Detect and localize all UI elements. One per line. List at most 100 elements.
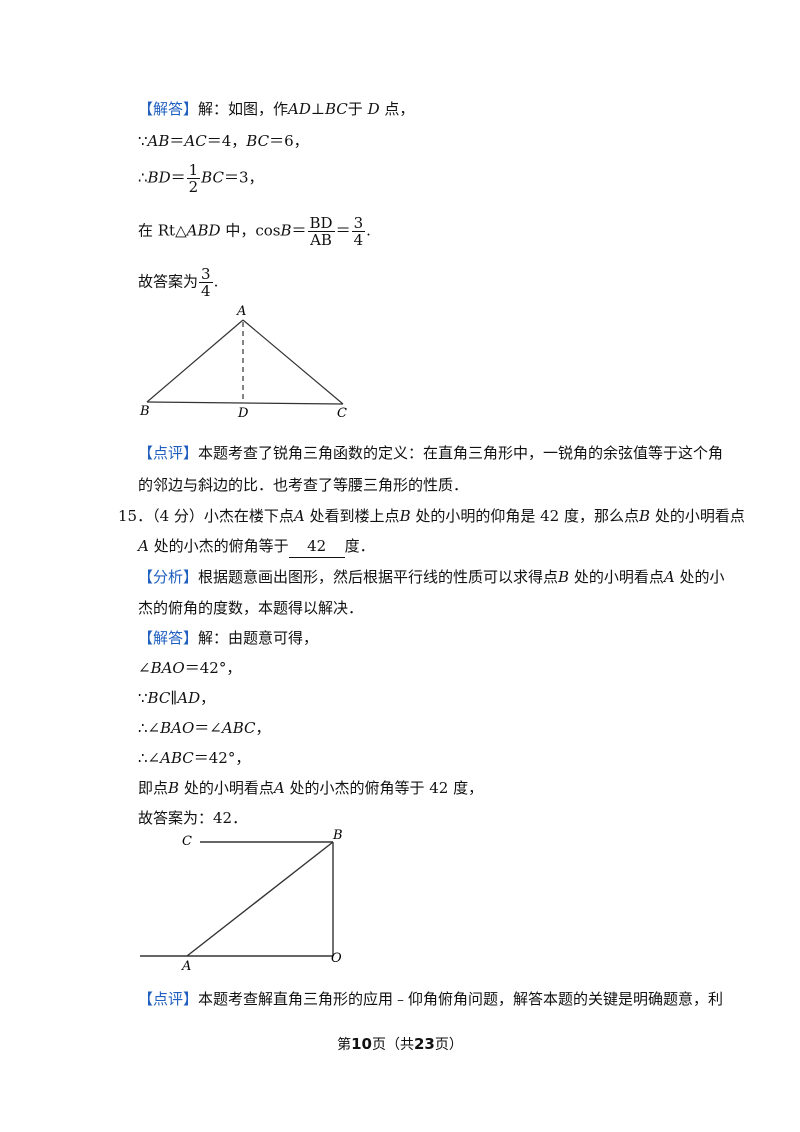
denominator: 4 — [201, 282, 211, 300]
q14-comment-line2: 的邻边与斜边的比．也考查了等腰三角形的性质． — [138, 474, 468, 496]
label-a: A — [236, 304, 246, 319]
text: ＝6， — [269, 132, 309, 150]
text: 故答案为 — [138, 272, 199, 291]
q15-equal-angle-line: ∴∠BAO＝∠ABC， — [138, 717, 271, 739]
question-number: 15． — [118, 507, 153, 525]
numerator: BD — [307, 214, 335, 232]
label-a: A — [181, 959, 191, 974]
because-symbol: ∵ — [138, 689, 148, 707]
parallel-symbol: ∥ — [170, 689, 178, 707]
var: A — [273, 779, 285, 797]
text: 处的小 — [679, 568, 725, 586]
text: ＝ — [169, 132, 185, 150]
var: BAO — [160, 719, 195, 737]
text: 页（共 — [372, 1037, 414, 1053]
text: 处的小杰的俯角等于 — [153, 537, 289, 555]
text: 杰的俯角的度数，本题得以解决． — [138, 599, 364, 617]
text: ， — [200, 689, 216, 707]
label-b: B — [332, 828, 343, 843]
text: ＝∠ — [194, 719, 222, 737]
comment-tag: 【点评】 — [138, 990, 199, 1008]
q14-given-line: ∵AB＝AC＝4，BC＝6， — [138, 130, 309, 152]
text: 本题考查了锐角三角函数的定义：在直角三角形中，一锐角的余弦值等于这个角 — [198, 444, 724, 462]
denominator: 2 — [188, 178, 199, 196]
text: ＝42°， — [184, 659, 242, 677]
label-d: D — [237, 406, 249, 421]
numerator: 3 — [199, 265, 213, 283]
text: 本题考查解直角三角形的应用﹣仰角俯角问题，解答本题的关键是明确题意，利 — [198, 990, 724, 1008]
text: 处的小明看点 — [183, 779, 274, 797]
comment-tag: 【点评】 — [138, 444, 199, 462]
text: 即点 — [138, 779, 169, 797]
var: A — [138, 537, 149, 555]
var: BD — [147, 168, 171, 187]
var: B — [280, 221, 292, 240]
q15-analysis-line1: 【分析】根据题意画出图形，然后根据平行线的性质可以求得点B 处的小明看点A 处的… — [138, 566, 725, 588]
text: . — [366, 221, 371, 240]
denominator: AB — [310, 231, 332, 249]
var: B — [399, 507, 411, 525]
text: ＝4， — [206, 132, 247, 150]
var: B — [639, 507, 651, 525]
side-ab — [146, 319, 244, 403]
text: 点， — [384, 100, 415, 118]
var: B — [168, 779, 180, 797]
answer-blank: 42 — [288, 535, 345, 558]
solution-tag: 【解答】 — [138, 629, 199, 647]
perp-symbol: ⊥ — [310, 100, 325, 118]
text: 中，cos — [225, 221, 281, 240]
angle-figure: C B A O — [140, 828, 343, 974]
q15-abc-line: ∴∠ABC＝42°， — [138, 747, 250, 769]
text: 处的小明的仰角是 42 度，那么点 — [415, 507, 639, 525]
var: BC — [246, 132, 270, 150]
var: ABC — [221, 719, 256, 737]
angle-symbol: ∠ — [147, 749, 161, 767]
q15-conclusion-line: 即点B 处的小明看点A 处的小杰的俯角等于 42 度， — [138, 777, 483, 799]
text: 在 Rt△ — [138, 221, 187, 240]
numerator: 1 — [186, 161, 201, 179]
text: 故答案为：42． — [138, 809, 248, 827]
label-o: O — [331, 951, 342, 966]
var: ABD — [186, 221, 221, 240]
text: 处看到楼上点 — [309, 507, 400, 525]
var: AC — [184, 132, 207, 150]
therefore-symbol: ∴ — [138, 719, 148, 737]
var: BC — [147, 689, 171, 707]
segment-ab — [186, 841, 334, 957]
var: AB — [147, 132, 170, 150]
label-c: C — [182, 834, 192, 849]
therefore-symbol: ∴ — [138, 168, 148, 187]
text: 解：如图，作 — [198, 100, 289, 118]
text: 解：由题意可得， — [198, 629, 319, 647]
text: 的邻边与斜边的比．也考查了等腰三角形的性质． — [138, 476, 469, 494]
analysis-tag: 【分析】 — [138, 568, 199, 586]
var: BC — [201, 168, 224, 187]
text: 页） — [434, 1037, 463, 1053]
page-number: 10 — [351, 1035, 372, 1053]
q15-answer-line: 故答案为：42． — [138, 807, 247, 829]
var: B — [558, 568, 570, 586]
q14-comment-line1: 【点评】本题考查了锐角三角函数的定义：在直角三角形中，一锐角的余弦值等于这个角 — [138, 442, 723, 464]
q15-comment-line1: 【点评】本题考查解直角三角形的应用﹣仰角俯角问题，解答本题的关键是明确题意，利 — [138, 988, 723, 1010]
text: ， — [255, 719, 271, 737]
therefore-symbol: ∴ — [138, 749, 148, 767]
label-b: B — [139, 404, 150, 419]
side-ac — [242, 319, 344, 405]
text: 度． — [344, 537, 375, 555]
text: 处的小明看点 — [573, 568, 664, 586]
text: 处的小杰的俯角等于 42 度， — [289, 779, 484, 797]
text: 第 — [337, 1037, 352, 1053]
because-symbol: ∵ — [138, 132, 148, 150]
page-total: 23 — [414, 1035, 435, 1053]
q14-solution-line: 【解答】解：如图，作AD⊥BC于 D 点， — [138, 98, 414, 120]
triangle-figure: A B D C — [139, 304, 347, 421]
text: ＝ — [170, 168, 186, 187]
text: ＝3， — [223, 168, 264, 187]
